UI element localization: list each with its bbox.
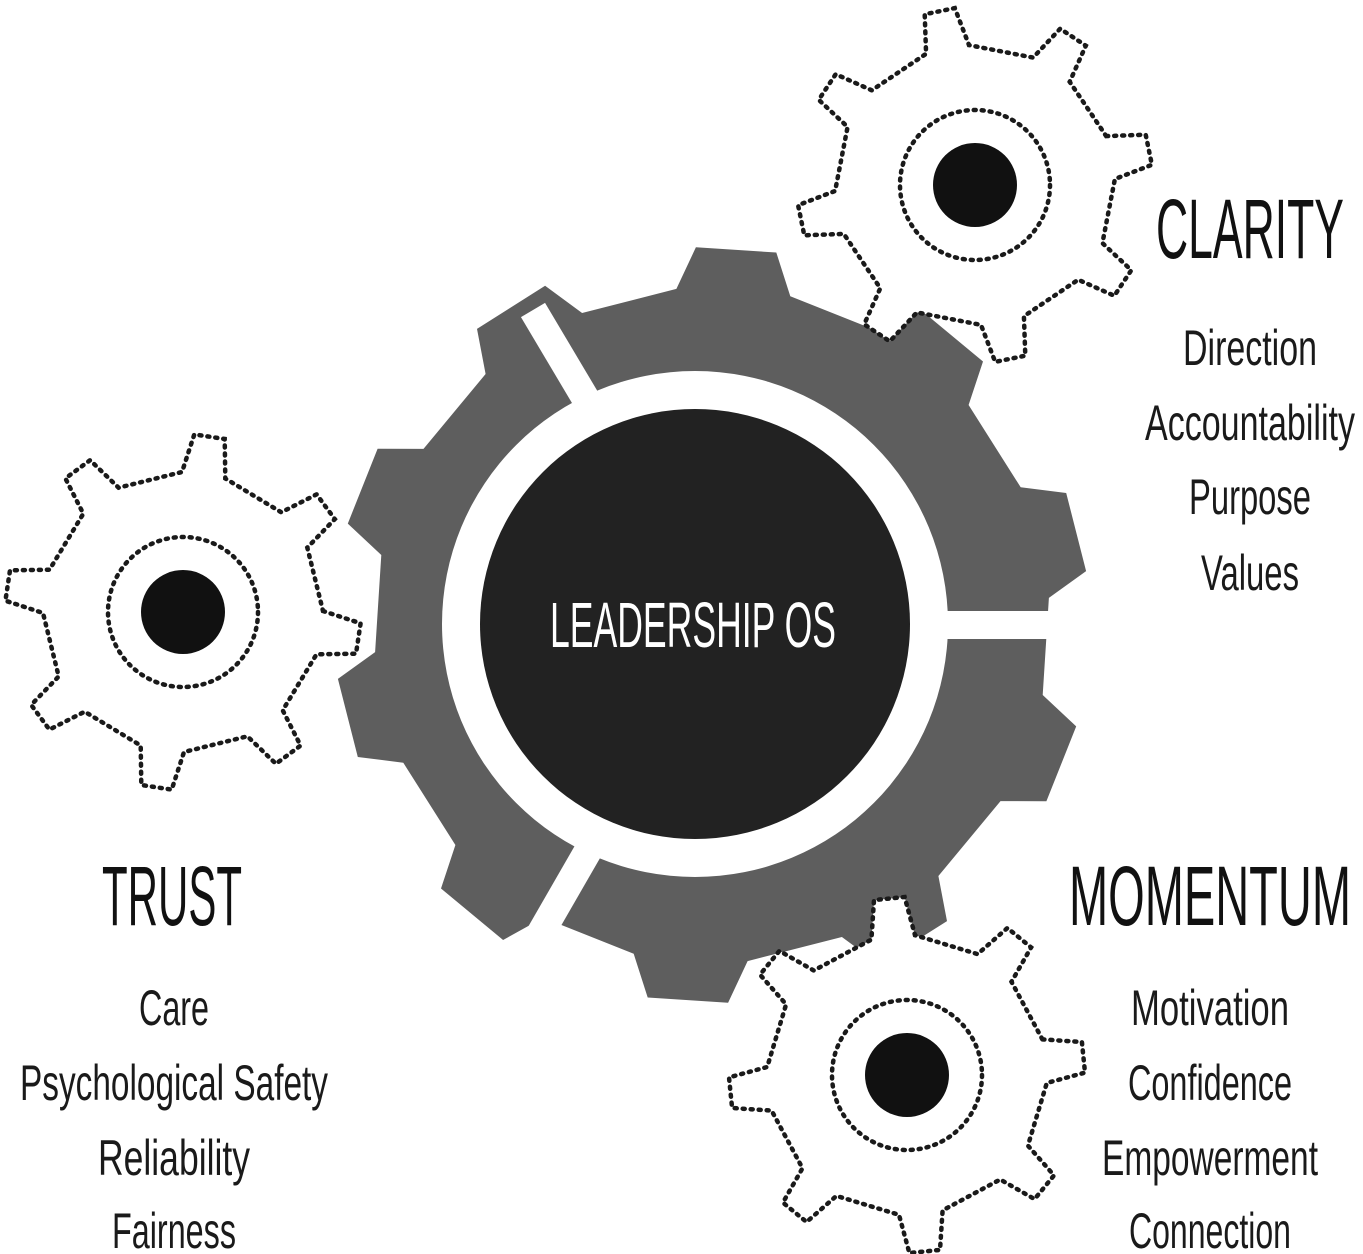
ring-gap-top (520, 302, 606, 419)
trust-gear-hub (141, 570, 225, 654)
trust-item: Reliability (98, 1130, 250, 1186)
trust-title: TRUST (102, 849, 242, 943)
center-label: LEADERSHIP OS (550, 589, 836, 661)
momentum-item: Connection (1129, 1203, 1291, 1254)
clarity-title: CLARITY (1156, 182, 1344, 276)
trust-item: Care (139, 980, 209, 1036)
clarity-item: Accountability (1145, 395, 1355, 451)
central-gear-ring (337, 247, 1087, 1003)
momentum-gear-inner-ring (829, 997, 985, 1153)
trust-gear-inner-ring (105, 534, 261, 690)
clarity-gear-inner-ring (897, 107, 1053, 263)
momentum-labels: MOMENTUM Motivation Confidence Empowerme… (1069, 849, 1351, 1254)
trust-gear (2, 431, 364, 793)
trust-item: Psychological Safety (20, 1055, 328, 1111)
ring-gap-bottom (492, 830, 609, 1002)
momentum-item: Empowerment (1102, 1130, 1318, 1186)
clarity-item: Direction (1183, 320, 1317, 376)
clarity-gear (795, 5, 1155, 365)
momentum-title: MOMENTUM (1069, 849, 1351, 943)
clarity-item: Purpose (1189, 469, 1311, 525)
clarity-gear-hub (933, 143, 1017, 227)
clarity-labels: CLARITY Direction Accountability Purpose… (1145, 182, 1355, 601)
momentum-item: Motivation (1131, 980, 1289, 1036)
clarity-item: Values (1201, 545, 1299, 601)
momentum-gear (726, 894, 1088, 1254)
momentum-item: Confidence (1128, 1055, 1292, 1111)
trust-item: Fairness (112, 1203, 236, 1254)
momentum-gear-hub (865, 1033, 949, 1117)
center-core (480, 409, 910, 839)
central-gear (337, 247, 1110, 1003)
trust-labels: TRUST Care Psychological Safety Reliabil… (20, 849, 328, 1254)
